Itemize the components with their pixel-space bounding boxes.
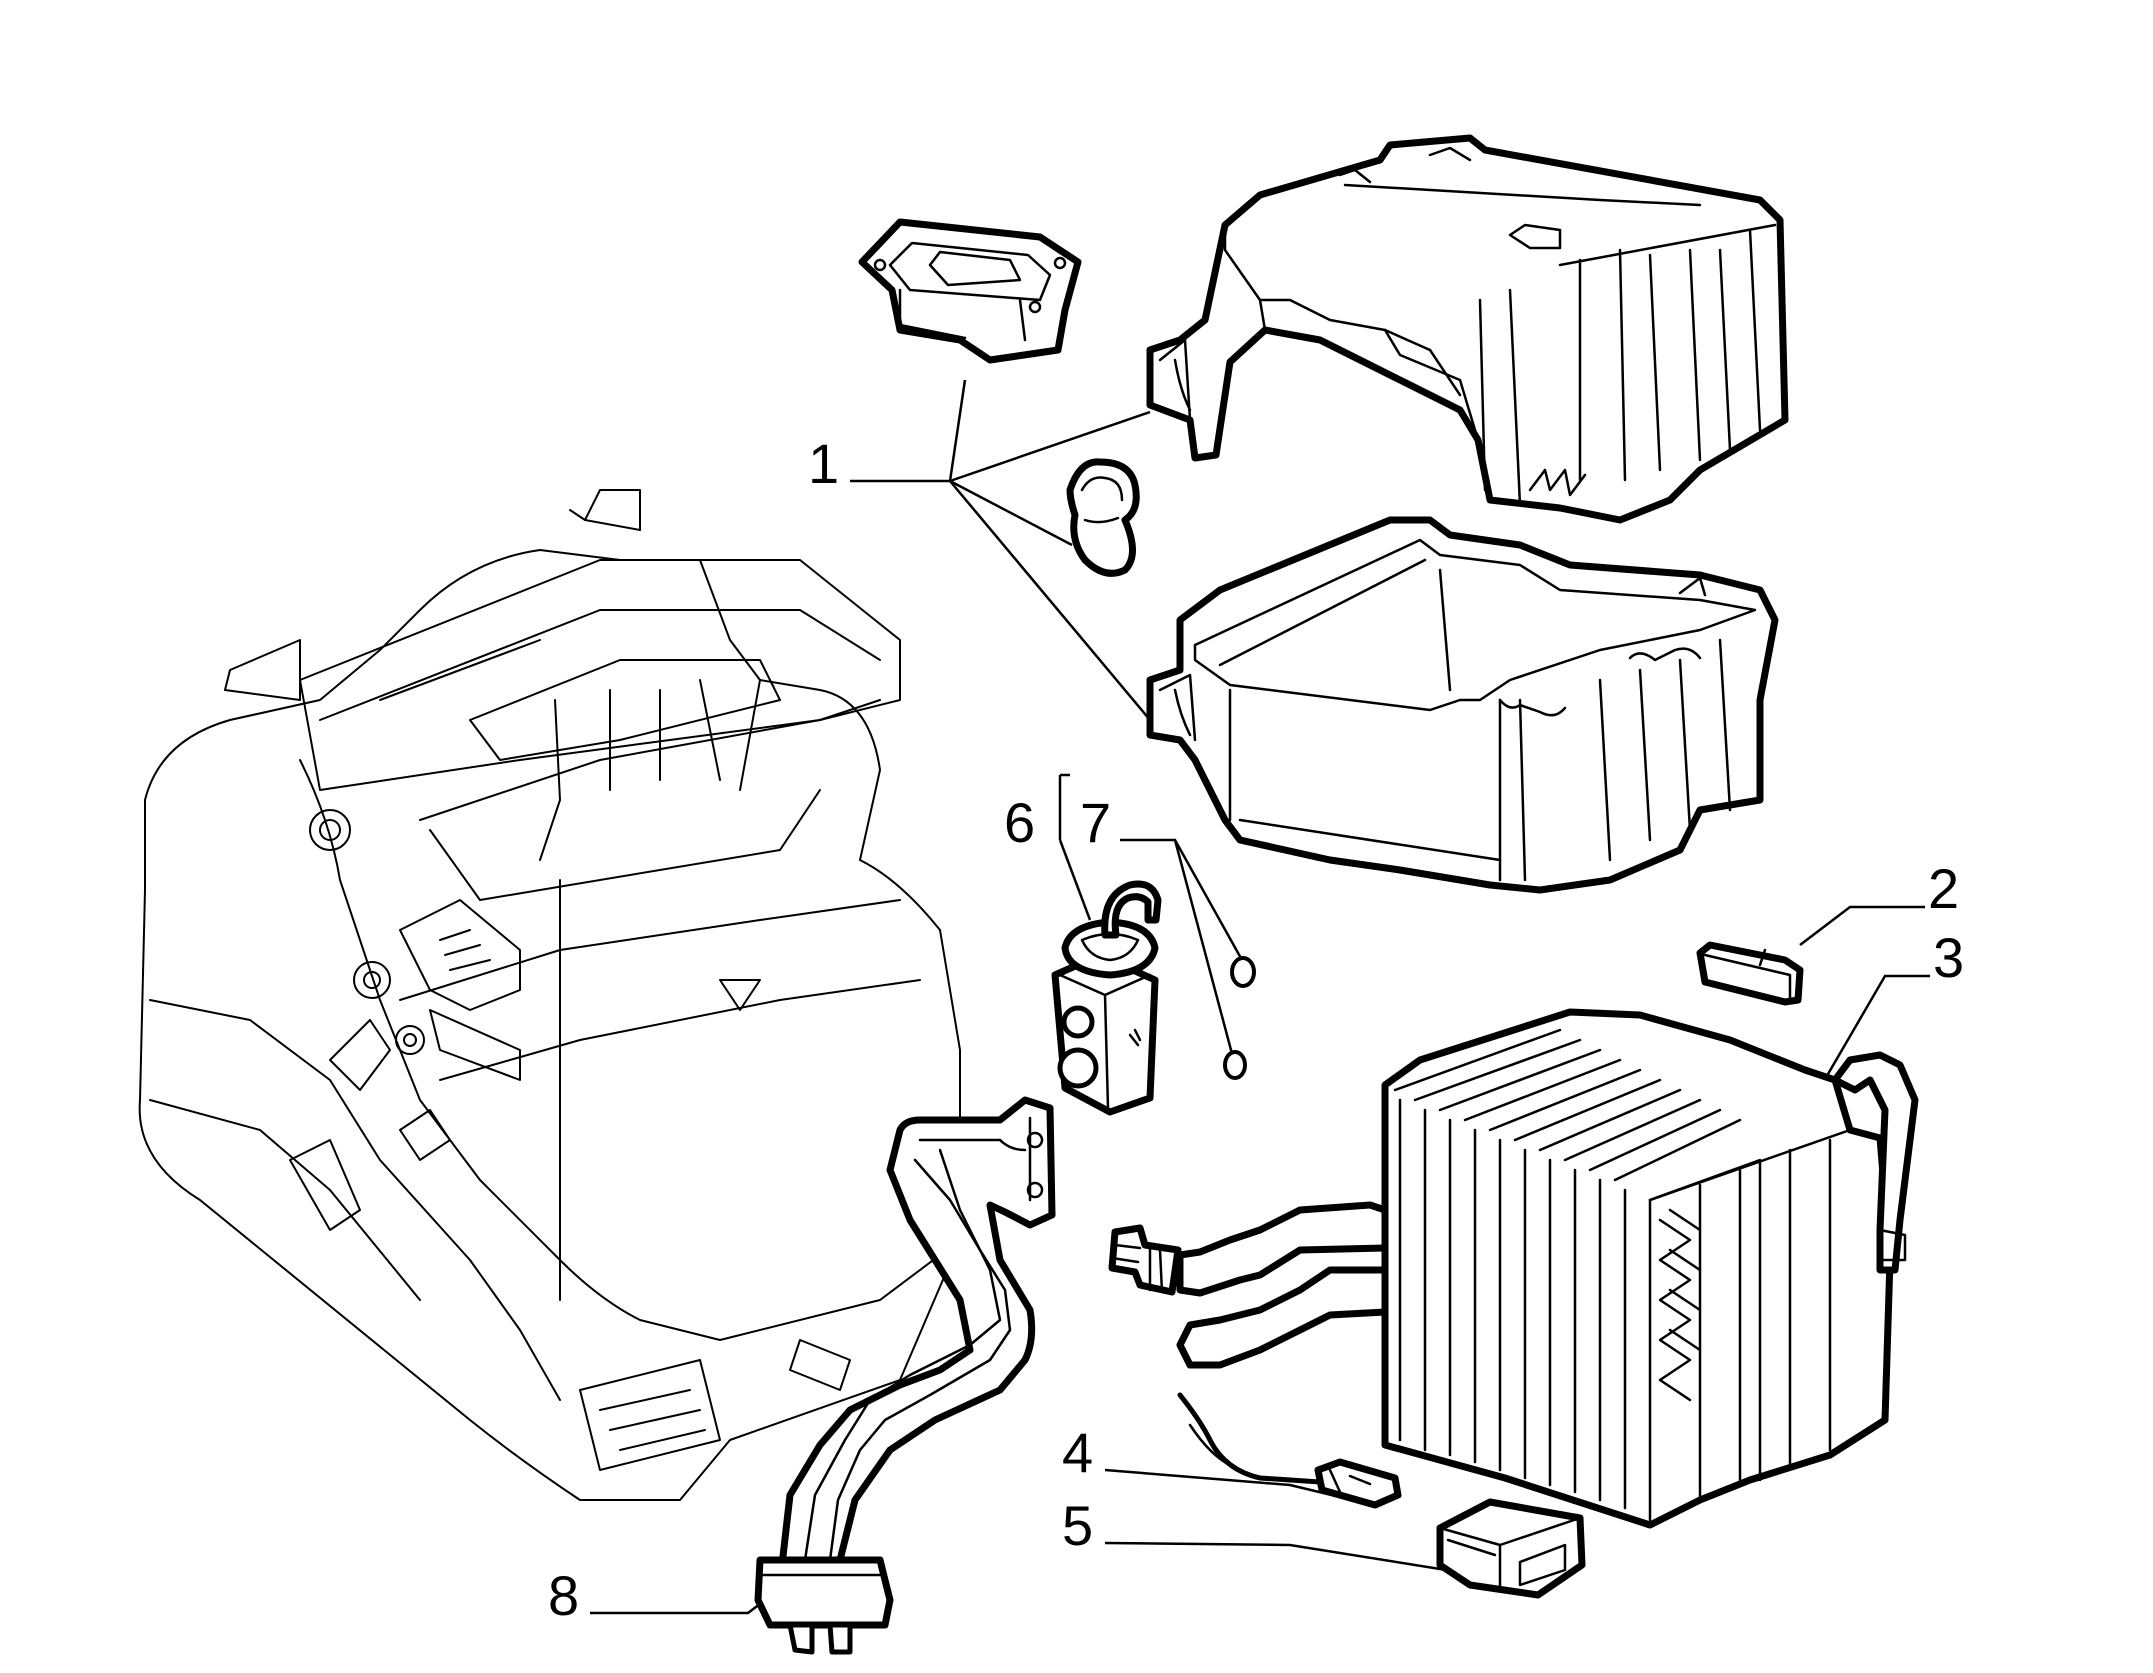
upper-cover-part — [1146, 134, 1789, 524]
connector-block-part — [1436, 1498, 1586, 1599]
duct-adapter-part — [858, 218, 1082, 364]
callout-3: 3 — [1933, 926, 1964, 989]
o-rings-part — [1223, 956, 1256, 1080]
lower-tray-part — [1146, 516, 1779, 894]
callout-4: 4 — [1062, 1421, 1093, 1484]
callout-2: 2 — [1928, 857, 1959, 920]
sensor-wire-part — [1177, 1392, 1402, 1509]
refrigerant-pipes-part — [754, 1096, 1056, 1655]
callout-7: 7 — [1080, 791, 1111, 854]
clip-part — [1696, 941, 1804, 1006]
expansion-valve-part — [1051, 880, 1162, 1116]
callout-labels: 1 2 3 4 5 6 7 8 — [548, 432, 1964, 1627]
heater-housing-illustration — [138, 489, 961, 1501]
callout-6: 6 — [1004, 791, 1035, 854]
callout-1: 1 — [808, 432, 839, 495]
callout-5: 5 — [1062, 1494, 1093, 1557]
oval-seal-part — [1066, 458, 1140, 577]
evaporator-core-part — [1108, 1008, 1919, 1529]
callout-8: 8 — [548, 1564, 579, 1627]
